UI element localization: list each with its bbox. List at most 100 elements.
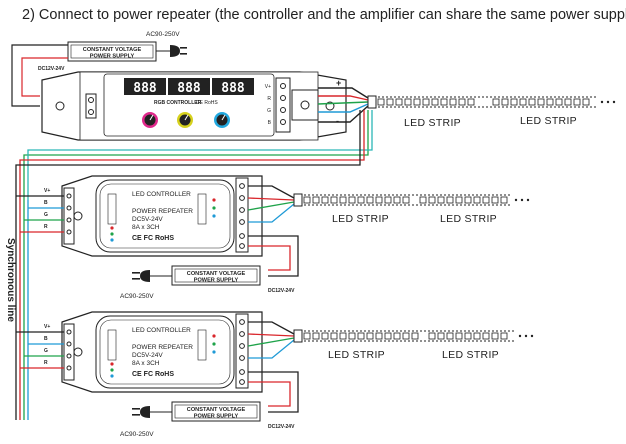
rgb-controller: 888 888 888 RGB CONTROLLER CE RoHS V+ R …	[41, 71, 347, 141]
minus-sign: -	[336, 116, 339, 126]
controller-marks: CE RoHS	[196, 100, 218, 106]
rep1-in-green: G	[44, 212, 48, 218]
rep2-psu-line1: CONSTANT VOLTAGE	[187, 407, 246, 413]
led-cell	[357, 196, 365, 204]
led-cell	[458, 98, 466, 106]
led-cell	[455, 332, 463, 340]
led-cell	[528, 98, 536, 106]
led-cell	[393, 332, 401, 340]
rep1-in-red: R	[44, 224, 48, 230]
led-cell	[330, 196, 338, 204]
controller-output-wires	[317, 87, 369, 123]
led-cell	[386, 98, 394, 106]
led-cell	[546, 98, 554, 106]
led-cell	[491, 196, 499, 204]
led-cell	[303, 196, 311, 204]
repeater1-line2: DC5V-24V	[132, 216, 163, 223]
repeater1-power-supply: CONSTANT VOLTAGE POWER SUPPLY AC90-250V …	[120, 265, 295, 300]
led-cell	[446, 332, 454, 340]
led-cell	[464, 196, 472, 204]
repeater1-output-wires	[247, 185, 299, 277]
strip-label-top-2: LED STRIP	[520, 115, 577, 127]
led-cell	[312, 196, 320, 204]
rep1-dc-output: DC12V-24V	[268, 288, 295, 294]
led-cell	[501, 98, 509, 106]
repeater2-power-supply: CONSTANT VOLTAGE POWER SUPPLY AC90-250V …	[120, 401, 295, 438]
led-cell	[537, 98, 545, 106]
repeater1-line3: 8A x 3CH	[132, 224, 160, 231]
led-cell	[555, 98, 563, 106]
rep2-dc-output: DC12V-24V	[268, 424, 295, 430]
led-cell	[312, 332, 320, 340]
controller-name: RGB CONTROLLER	[154, 100, 202, 106]
led-cell	[413, 98, 421, 106]
led-cell	[473, 332, 481, 340]
repeater2-line2: DC5V-24V	[132, 352, 163, 359]
led-cell	[366, 196, 374, 204]
led-cell	[500, 332, 508, 340]
repeater2-marks: CE FC RoHS	[132, 371, 174, 378]
led-cell	[348, 196, 356, 204]
led-cell	[492, 98, 500, 106]
repeater1-input-wires	[16, 195, 64, 233]
led-cell	[339, 196, 347, 204]
led-cell	[449, 98, 457, 106]
led-strip-top: LED STRIP LED STRIP	[367, 95, 616, 129]
knob-cyan-icon	[214, 112, 230, 128]
led-cell	[393, 196, 401, 204]
led-cell	[384, 332, 392, 340]
rep2-in-green: G	[44, 348, 48, 354]
strip-label-top-1: LED STRIP	[404, 117, 461, 129]
led-cell	[573, 98, 581, 106]
rep1-psu-line1: CONSTANT VOLTAGE	[187, 271, 246, 277]
led-cell	[473, 196, 481, 204]
led-cell	[455, 196, 463, 204]
ctrl-term-red: R	[267, 96, 271, 102]
led-cell	[321, 332, 329, 340]
led-strip-1: LED STRIP LED STRIP	[293, 193, 530, 225]
led-strip-2: LED STRIP LED STRIP	[293, 329, 534, 361]
synchronous-line-wires	[15, 110, 373, 420]
ctrl-term-green: G	[267, 108, 271, 114]
led-cell	[500, 196, 508, 204]
rep2-in-vplus: V+	[44, 324, 50, 330]
rep2-psu-line2: POWER SUPPLY	[194, 414, 239, 420]
repeater2-output-wires	[247, 321, 299, 413]
led-cell	[411, 332, 419, 340]
led-cell	[446, 196, 454, 204]
power-plug-icon	[132, 406, 150, 418]
led-cell	[437, 196, 445, 204]
repeater2-line1: POWER REPEATER	[132, 344, 193, 351]
ctrl-term-vplus: V+	[265, 84, 271, 90]
led-cell	[339, 332, 347, 340]
led-cell	[321, 196, 329, 204]
led-cell	[377, 98, 385, 106]
psu-label-line1: CONSTANT VOLTAGE	[83, 47, 142, 53]
power-plug-icon	[132, 270, 150, 282]
power-repeater-2: LED CONTROLLER POWER REPEATER DC5V-24V 8…	[61, 311, 263, 393]
led-cell	[428, 196, 436, 204]
led-cell	[384, 196, 392, 204]
continuation-dot	[600, 100, 604, 104]
repeater1-line1: POWER REPEATER	[132, 208, 193, 215]
dc-output-label: DC12V-24V	[38, 66, 65, 72]
continuation-dot	[612, 100, 616, 104]
led-cell	[404, 98, 412, 106]
continuation-dot	[514, 198, 518, 202]
plus-sign: +	[336, 78, 341, 88]
led-cell	[440, 98, 448, 106]
led-cell	[419, 196, 427, 204]
led-cell	[491, 332, 499, 340]
rep1-in-blue: B	[44, 200, 48, 206]
led-cell	[303, 332, 311, 340]
diagram-title: 2) Connect to power repeater (the contro…	[22, 7, 626, 23]
psu-label-line2: POWER SUPPLY	[90, 54, 135, 60]
led-cell	[375, 196, 383, 204]
led-cell	[467, 98, 475, 106]
led-cell	[395, 98, 403, 106]
led-cell	[348, 332, 356, 340]
top-psu-wires	[11, 44, 68, 107]
display-3: 888	[221, 81, 245, 96]
repeater2-name: LED CONTROLLER	[132, 327, 191, 334]
